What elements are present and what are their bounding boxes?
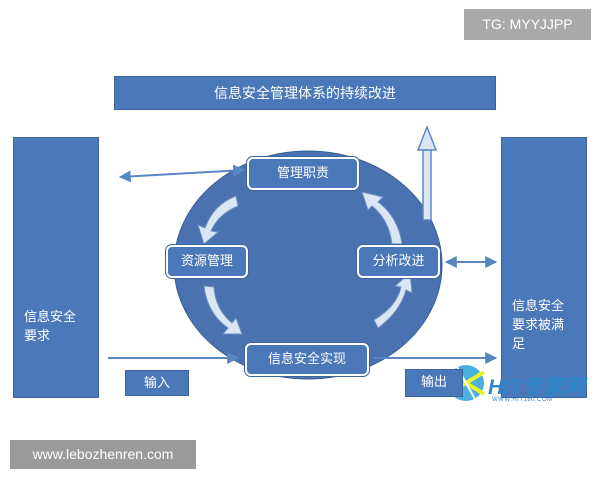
node-resource-management: 资源管理 — [166, 245, 248, 278]
node-analysis-improvement: 分析改进 — [357, 245, 440, 278]
node-management-responsibility: 管理职责 — [247, 157, 359, 190]
watermark-tag: TG: MYYJJPP — [464, 9, 591, 40]
diagram-title: 信息安全管理体系的持续改进 — [114, 76, 496, 110]
input-label: 输入 — [125, 370, 189, 396]
node-security-implementation: 信息安全实现 — [245, 343, 369, 376]
right-column-line-3: 足 — [512, 337, 526, 352]
cycle-arrows — [197, 191, 413, 335]
right-column-line-1: 信息安全 — [512, 299, 565, 314]
right-satisfied-column: 信息安全 要求被满 足 — [501, 137, 587, 398]
logo-subtext: WWW.HIT180.COM — [492, 397, 553, 403]
upward-improvement-arrow — [416, 124, 438, 221]
right-column-line-2: 要求被满 — [512, 318, 565, 333]
left-column-line-1: 信息安全 — [24, 310, 77, 325]
logo-text: HIT专家网 — [488, 376, 585, 399]
watermark-url: www.lebozhenren.com — [10, 440, 196, 469]
left-column-line-2: 要求 — [24, 329, 51, 344]
output-label: 输出 — [405, 369, 463, 397]
left-double-arrow — [118, 164, 246, 183]
left-requirements-column: 信息安全 要求 — [13, 137, 99, 398]
